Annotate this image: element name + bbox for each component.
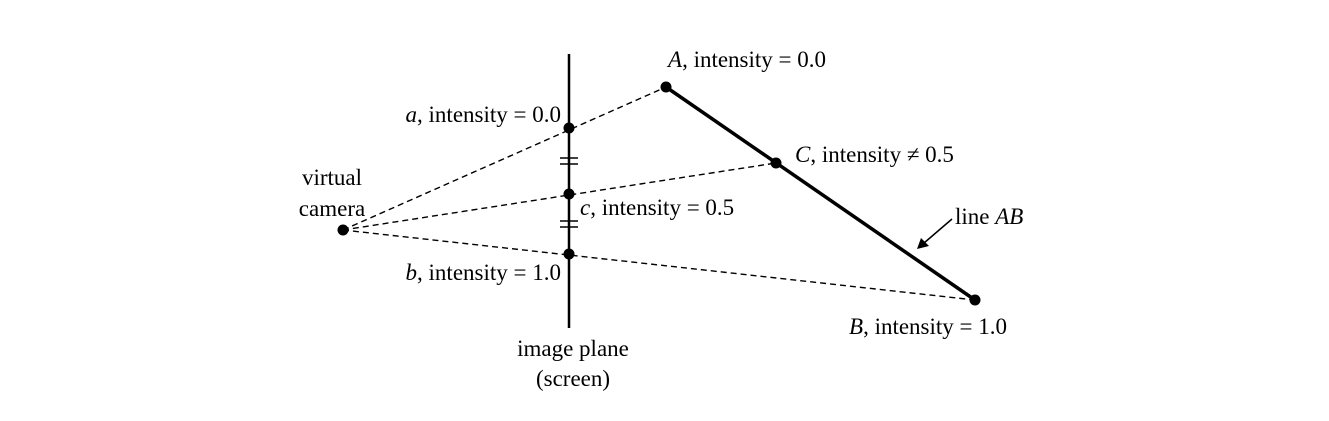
point-camera [337, 224, 349, 236]
label-c: c, intensity = 0.5 [580, 195, 734, 220]
point-c [563, 188, 575, 200]
label-a: a, intensity = 0.0 [406, 102, 561, 127]
point-a [563, 122, 575, 134]
label-line-AB: line AB [955, 204, 1023, 229]
line-AB-pointer-arrow [923, 218, 953, 244]
point-A [660, 81, 672, 93]
label-B: B, intensity = 1.0 [849, 314, 1007, 339]
ray-to-A [342, 86, 667, 231]
point-C [770, 157, 782, 169]
label-screen: (screen) [536, 366, 610, 391]
label-C: C, intensity ≠ 0.5 [795, 142, 954, 167]
ray-to-B [342, 229, 976, 301]
line-AB [665, 85, 976, 302]
label-camera: camera [299, 196, 365, 221]
label-virtual: virtual [302, 165, 362, 190]
label-A: A, intensity = 0.0 [666, 47, 826, 72]
equal-segment-marks-upper [560, 157, 578, 165]
point-b [563, 248, 575, 260]
arrowhead-icon [917, 238, 929, 249]
equal-segment-marks-lower [560, 220, 578, 228]
label-image-plane: image plane [517, 336, 629, 361]
point-B [969, 294, 981, 306]
label-b: b, intensity = 1.0 [406, 260, 561, 285]
ray-to-C [342, 162, 777, 231]
